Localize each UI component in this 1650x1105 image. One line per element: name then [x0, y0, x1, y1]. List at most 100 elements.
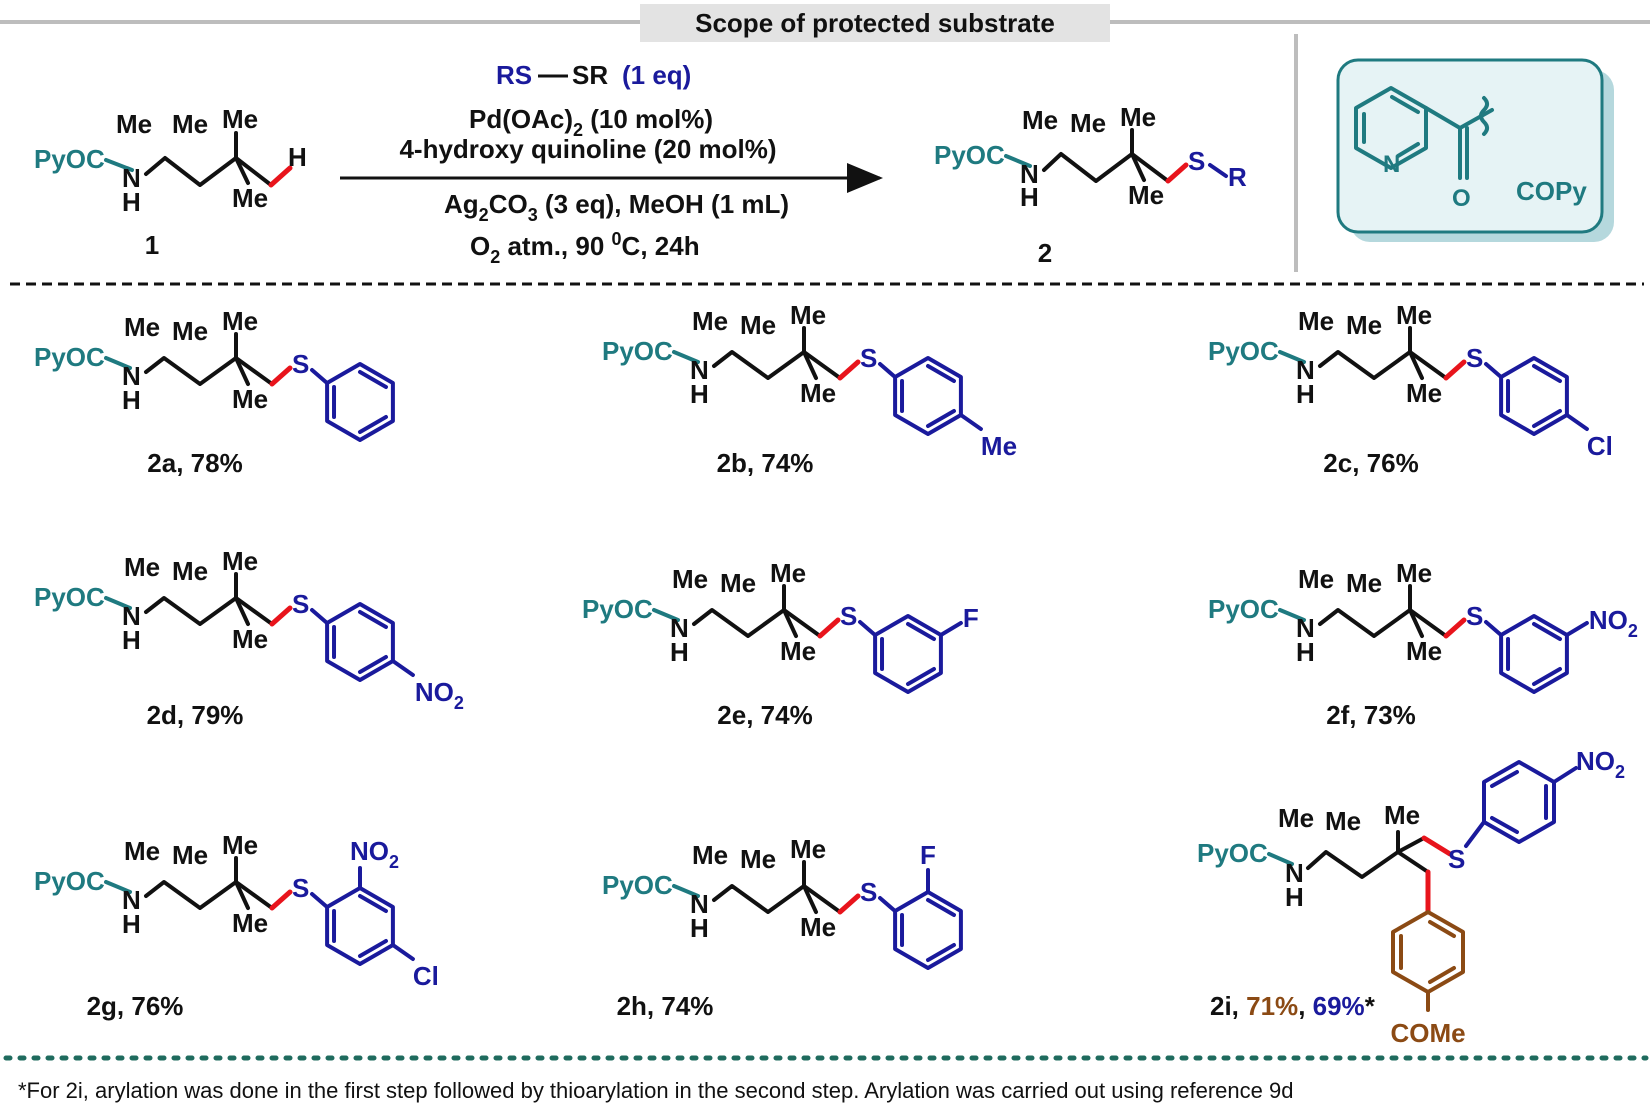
s-label: S	[1188, 146, 1205, 176]
h-label: H	[122, 385, 141, 415]
s-label: S	[1448, 844, 1465, 874]
aryl-ring	[873, 614, 943, 694]
compound-2i-label: 2i, 71%, 69%*	[1210, 991, 1376, 1021]
aryl-ring	[1499, 614, 1569, 694]
h-label: H	[690, 913, 709, 943]
me-label: Me	[740, 844, 776, 874]
compound-1-label: 1	[145, 230, 159, 260]
h-label: H	[122, 909, 141, 939]
condition-oxidant: Ag2CO3 (3 eq), MeOH (1 mL)	[444, 189, 789, 225]
me-label: Me	[692, 306, 728, 336]
no2-label: NO2	[415, 677, 464, 713]
header: Scope of protected substrate	[0, 4, 1650, 42]
n-label: N	[122, 163, 141, 193]
me-label: Me	[232, 908, 268, 938]
come-label: COMe	[1390, 1018, 1465, 1048]
me-label: Me	[981, 431, 1017, 461]
s-label: S	[292, 589, 309, 619]
me-label: Me	[172, 556, 208, 586]
bond	[900, 364, 956, 428]
bond	[1564, 413, 1589, 431]
pyoc-label: PyOC	[34, 144, 105, 174]
bond	[310, 368, 329, 385]
starting-material-1: PyOC N H Me Me Me Me H 1	[34, 104, 307, 260]
bond	[1484, 620, 1503, 637]
me-label: Me	[780, 636, 816, 666]
me-label: Me	[222, 546, 258, 576]
pyoc-label: PyOC	[934, 140, 1005, 170]
me-label: Me	[124, 836, 160, 866]
bond	[1506, 622, 1562, 686]
h-label: H	[690, 379, 709, 409]
compound-yield-label: 2e, 74%	[717, 700, 812, 730]
bond	[782, 608, 798, 638]
n-label: N	[690, 355, 709, 385]
pyridine-ring	[1354, 86, 1428, 170]
me-label: Me	[172, 316, 208, 346]
compound-yield-label: 2g, 76%	[87, 991, 184, 1021]
compound-yield-label: 2a, 78%	[147, 448, 242, 478]
compound-yield-label: 2h, 74%	[617, 991, 714, 1021]
me-label: Me	[1406, 378, 1442, 408]
me-label: Me	[222, 830, 258, 860]
compound-2i: PyOC N H Me Me Me S NO2 COMe 2i, 71%, 69…	[1197, 746, 1625, 1048]
me-label: Me	[1070, 108, 1106, 138]
h-label: H	[670, 637, 689, 667]
h-label: H	[122, 625, 141, 655]
bond	[858, 620, 877, 637]
page-title: Scope of protected substrate	[695, 8, 1055, 38]
product-2: PyOC N H Me Me Me Me S R 2	[934, 102, 1247, 268]
s-label: S	[292, 349, 309, 379]
me-label: Me	[1346, 310, 1382, 340]
n-label: N	[1383, 151, 1400, 178]
reagent-eq: (1 eq)	[622, 60, 691, 90]
me-label: Me	[1298, 564, 1334, 594]
me-label: Me	[720, 568, 756, 598]
me-label: Me	[172, 109, 208, 139]
me-label: Me	[1396, 558, 1432, 588]
bond	[837, 359, 861, 381]
bond	[104, 158, 134, 172]
me-label: Me	[1120, 102, 1156, 132]
bond	[1443, 617, 1467, 639]
anisoyl-ring	[1391, 910, 1465, 994]
bond	[1564, 621, 1589, 637]
bond	[332, 610, 388, 674]
chain	[144, 156, 273, 187]
bond	[878, 896, 897, 913]
n-label: N	[1296, 613, 1315, 643]
me-label: Me	[232, 624, 268, 654]
n-label: N	[1020, 159, 1039, 189]
bond	[880, 622, 936, 686]
footnote: *For 2i, arylation was done in the first…	[18, 1078, 1293, 1103]
bond	[310, 892, 329, 909]
me-label: Me	[672, 564, 708, 594]
h-label: H	[1020, 182, 1039, 212]
n-label: N	[122, 885, 141, 915]
chain	[144, 880, 274, 910]
compound-2-label: 2	[1038, 238, 1052, 268]
condition-atmosphere: O2 atm., 90 0C, 24h	[470, 229, 700, 267]
s-label: S	[860, 877, 877, 907]
me-label: Me	[1298, 306, 1334, 336]
pyoc-label: PyOC	[1208, 594, 1279, 624]
bond	[802, 884, 818, 914]
n-label: N	[690, 889, 709, 919]
bond	[652, 608, 680, 622]
aryl-ring	[893, 356, 963, 436]
pyoc-label: PyOC	[34, 866, 105, 896]
bond	[1278, 608, 1306, 622]
me-label: Me	[222, 306, 258, 336]
me-label: Me	[1406, 636, 1442, 666]
me-label: Me	[800, 912, 836, 942]
condition-catalyst: Pd(OAc)2 (10 mol%)	[469, 104, 713, 140]
s-label: S	[1466, 601, 1483, 631]
no2-label: NO2	[1589, 605, 1638, 641]
bond	[837, 893, 861, 915]
pyoc-label: PyOC	[582, 594, 653, 624]
h-label: H	[1296, 379, 1315, 409]
me-label: Me	[1346, 568, 1382, 598]
me-label: Me	[1022, 105, 1058, 135]
